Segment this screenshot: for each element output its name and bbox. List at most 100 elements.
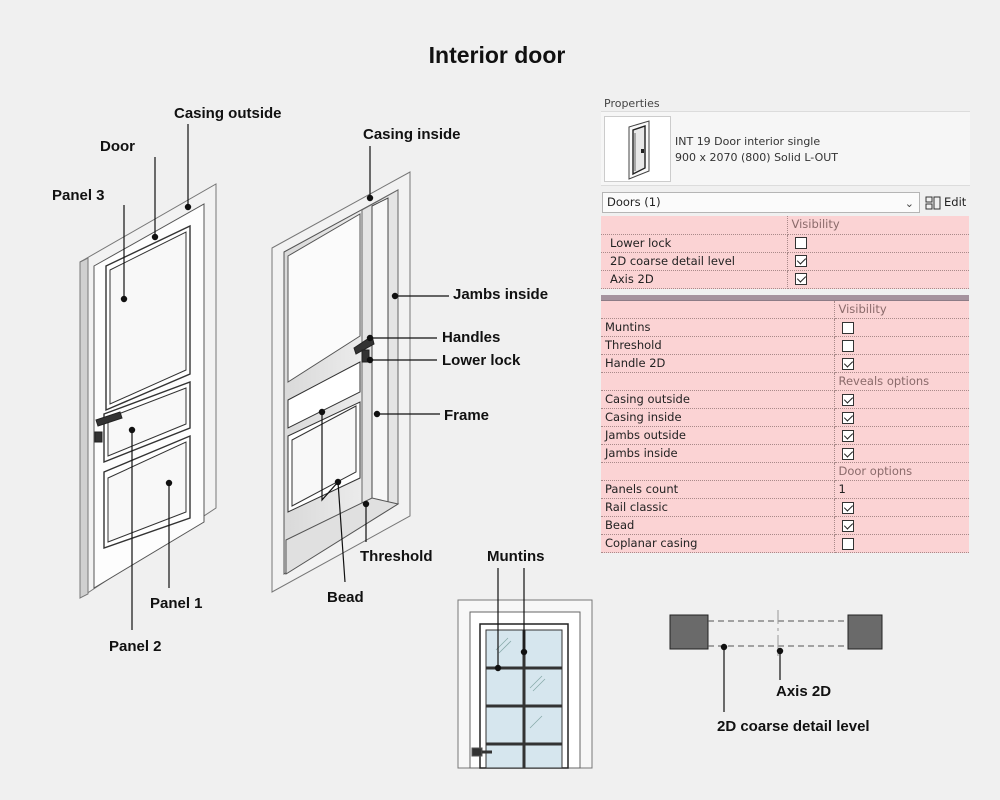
label-jambs-inside: Jambs inside [453,286,549,303]
edit-type-icon [925,196,941,209]
property-row-coplanar-casing[interactable]: Coplanar casing [601,534,969,553]
checkbox-jambs-outside[interactable] [841,429,854,442]
chevron-down-icon: ⌄ [904,197,914,210]
property-value-cell [834,408,969,427]
property-label [601,216,788,235]
type-name-line1: INT 19 Door interior single [675,135,821,148]
property-value-cell [834,390,969,409]
checkbox-casing-outside[interactable] [841,393,854,406]
property-label: Casing inside [601,408,835,427]
label-axis-2d: Axis 2D [776,683,832,700]
property-label [601,300,835,319]
property-row-jambs-inside[interactable]: Jambs inside [601,444,969,463]
property-row-threshold[interactable]: Threshold [601,336,969,355]
type-selector[interactable]: INT 19 Door interior single 900 x 2070 (… [601,112,970,186]
properties-title: Properties [601,96,970,112]
door-outside-drawing [79,183,217,599]
property-label [601,462,835,481]
property-value-cell [834,516,969,535]
label-panel-3: Panel 3 [52,187,105,204]
property-label: Panels count [601,480,835,499]
type-name-line2: 900 x 2070 (800) Solid L-OUT [675,151,839,164]
group-header-row: Visibility [601,216,969,235]
property-label: Axis 2D [601,270,788,289]
label-muntins: Muntins [487,548,545,565]
property-value-cell [834,534,969,553]
property-value-cell [834,426,969,445]
label-door: Door [100,138,135,155]
group-header-label: Visibility [834,300,969,319]
property-label [601,372,835,391]
checkbox-lower-lock[interactable] [794,237,807,249]
checkbox-coplanar-casing[interactable] [841,537,854,550]
property-value-cell [834,444,969,463]
coarse-plan-drawing [669,610,883,660]
instance-filter-dropdown[interactable]: Doors (1) ⌄ [602,192,920,213]
property-value-cell [834,498,969,517]
property-row-casing-outside[interactable]: Casing outside [601,390,969,409]
label-frame: Frame [444,407,490,424]
section-divider [601,294,969,301]
checkbox-jambs-inside[interactable] [841,447,854,460]
property-row-lower-lock[interactable]: Lower lock [601,234,969,253]
checkbox-axis-2d[interactable] [794,273,807,285]
checkbox-threshold[interactable] [841,339,854,352]
group-header-label: Reveals options [834,372,969,391]
checkbox-muntins[interactable] [841,321,854,334]
property-row-handle-2d[interactable]: Handle 2D [601,354,969,373]
door-inside-drawing [271,171,411,593]
property-row-casing-inside[interactable]: Casing inside [601,408,969,427]
instance-filter-value: Doors (1) [607,195,661,209]
group-header-label: Door options [834,462,969,481]
checkbox-bead[interactable] [841,519,854,532]
label-handles: Handles [442,329,501,346]
property-label: Casing outside [601,390,835,409]
label-casing-inside: Casing inside [363,126,461,143]
property-value-cell [787,234,969,253]
property-value-cell [834,336,969,355]
property-value-cell [787,252,969,271]
properties-panel: Properties INT 19 Door interior single 9… [601,96,970,553]
property-value-cell [787,270,969,289]
checkbox-handle-2d[interactable] [841,357,854,370]
checkbox-rail-classic[interactable] [841,501,854,514]
label-lower-lock: Lower lock [442,352,521,369]
property-row-jambs-outside[interactable]: Jambs outside [601,426,969,445]
edit-type-button[interactable]: Edit [925,192,966,213]
label-panel-2: Panel 2 [109,638,162,655]
property-label: Muntins [601,318,835,337]
group-header-row: Visibility [601,300,969,319]
page-title: Interior door [428,42,566,68]
property-label: Coplanar casing [601,534,835,553]
property-row-axis-2d[interactable]: Axis 2D [601,270,969,289]
checkbox-2d-coarse-detail-level[interactable] [794,255,807,267]
property-row-muntins[interactable]: Muntins [601,318,969,337]
property-row-rail-classic[interactable]: Rail classic [601,498,969,517]
property-label: Rail classic [601,498,835,517]
edit-type-label: Edit [944,195,967,209]
property-label: Threshold [601,336,835,355]
label-threshold: Threshold [360,548,433,565]
property-label: Bead [601,516,835,535]
property-value: 1 [834,480,969,499]
group-header-row: Reveals options [601,372,969,391]
label-coarse-detail: 2D coarse detail level [717,718,870,735]
property-value-cell [834,354,969,373]
label-casing-outside: Casing outside [174,105,282,122]
property-value-cell [834,318,969,337]
property-label: Jambs outside [601,426,835,445]
property-label: Jambs inside [601,444,835,463]
label-panel-1: Panel 1 [150,595,203,612]
property-label: 2D coarse detail level [601,252,788,271]
door-thumbnail [604,116,671,182]
property-row-2d-coarse-detail-level[interactable]: 2D coarse detail level [601,252,969,271]
checkbox-casing-inside[interactable] [841,411,854,424]
leader-lines [120,124,784,712]
property-label: Lower lock [601,234,788,253]
property-row-bead[interactable]: Bead [601,516,969,535]
group-header-label: Visibility [787,216,969,235]
